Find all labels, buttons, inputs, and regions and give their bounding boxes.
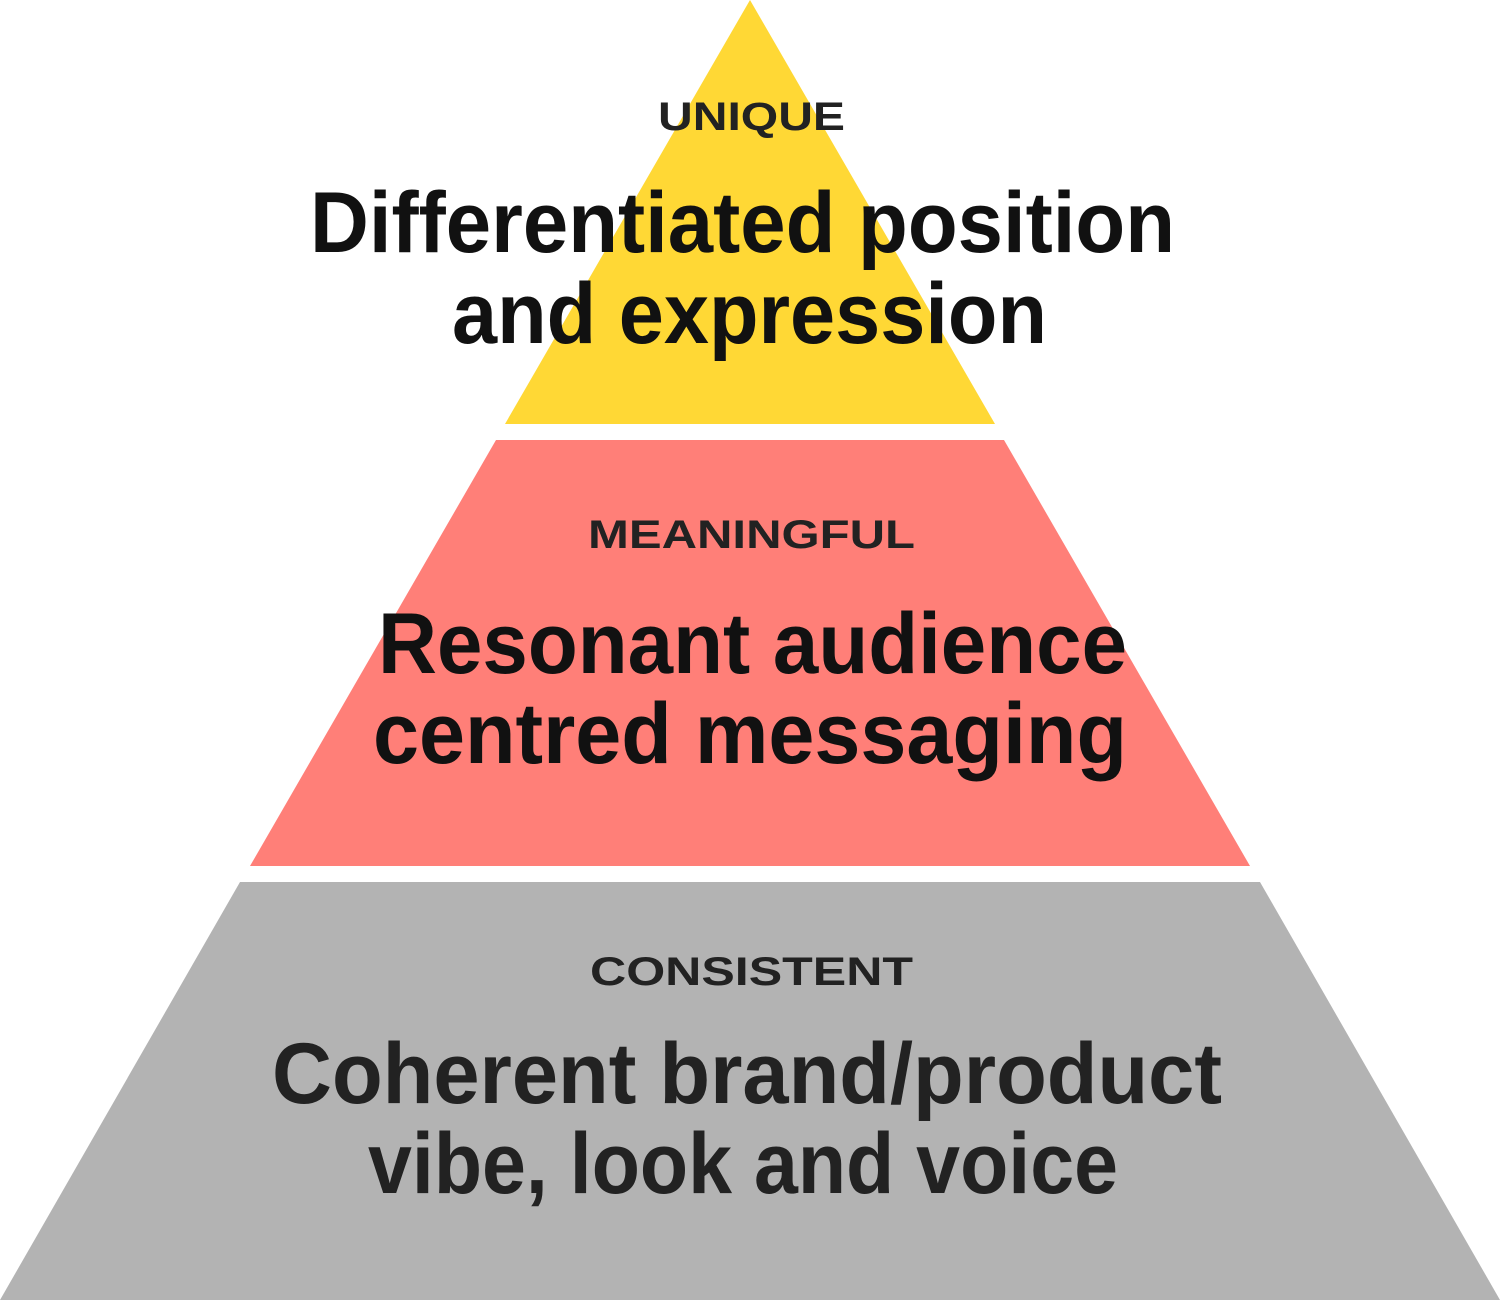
tier-meaningful-line2: centred messaging: [373, 686, 1127, 782]
tier-meaningful: MEANINGFUL Resonant audience centred mes…: [250, 440, 1250, 866]
tier-meaningful-label: MEANINGFUL: [588, 513, 915, 557]
tier-consistent-shape: [0, 882, 1500, 1300]
tier-consistent: CONSISTENT Coherent brand/product vibe, …: [0, 882, 1500, 1300]
tier-unique-shape: [505, 0, 995, 424]
tier-meaningful-line1: Resonant audience: [378, 596, 1127, 692]
tier-meaningful-shape: [250, 440, 1250, 866]
tier-consistent-line1: Coherent brand/product: [272, 1026, 1222, 1122]
tier-unique-line2: and expression: [452, 266, 1047, 362]
tier-unique: UNIQUE Differentiated position and expre…: [310, 0, 1175, 424]
tier-unique-line1: Differentiated position: [310, 175, 1175, 271]
tier-unique-label: UNIQUE: [658, 95, 845, 139]
tier-consistent-line2: vibe, look and voice: [368, 1116, 1118, 1212]
tier-consistent-label: CONSISTENT: [590, 950, 913, 994]
